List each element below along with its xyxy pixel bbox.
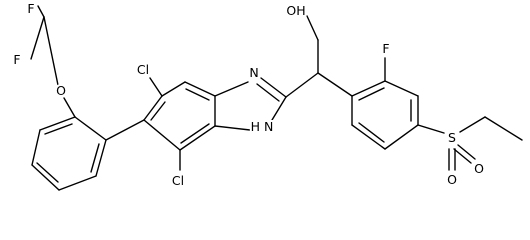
atom-label-s-sulfonyl: S [448, 130, 456, 145]
bond-s-o-right-b [453, 148, 472, 164]
bond-benzo-5 [179, 125, 216, 151]
atom-label-f-aryl: F [382, 41, 389, 56]
bond-chf2-f-left [30, 16, 45, 60]
atom-label-f-left: F [13, 52, 20, 67]
bonds [30, 5, 523, 191]
bond-phenyl-2 [95, 139, 107, 177]
bond-aryl-s [417, 124, 445, 134]
bond-phenyl-1 [74, 116, 107, 141]
bond-aryl-1-inner [358, 87, 385, 101]
atom-label-oh: OH [286, 3, 305, 18]
bond-phenyl-3 [58, 175, 97, 191]
bond-phenyl-4-inner [36, 162, 59, 183]
bond-benzo-3 [184, 81, 216, 97]
bond-chf2-f-top [37, 5, 45, 18]
bond-s-o-right-a [457, 144, 476, 160]
bond-imid-c-n [214, 81, 249, 97]
bond-ch2-oh [306, 15, 319, 41]
bond-o-aryl [63, 97, 76, 118]
atom-label-cl-upper: Cl [137, 62, 149, 77]
bond-aryl-1 [351, 80, 386, 97]
bond-benzo-1 [143, 95, 163, 121]
bond-aryl-5-inner [358, 122, 385, 143]
bond-aryl-2 [384, 80, 419, 97]
bond-phenyl-5 [31, 129, 41, 166]
bond-aryl-4 [384, 124, 419, 150]
structure-canvas: F F O Cl Cl N H N OH F S O O [11, 0, 523, 191]
bond-aryl-5 [351, 124, 386, 150]
atom-label-nh-imidazole: H N [251, 119, 274, 134]
atom-label-o-sulfonyl-bottom: O [447, 172, 457, 187]
bond-benzo-5-inner [180, 123, 210, 144]
atom-label-f-top: F [27, 1, 34, 16]
bond-benzo-3-inner [185, 88, 210, 101]
bond-phenyl-4 [31, 164, 60, 191]
bond-ch-aryl [317, 72, 353, 97]
bond-imid-nh-c [214, 125, 251, 131]
atom-label-cl-lower: Cl [172, 173, 184, 188]
bond-phenyl-2-inner [90, 143, 100, 173]
atom-labels: F F O Cl Cl N H N OH F S O O [11, 0, 486, 190]
atom-label-n-imidazole: N [249, 65, 258, 80]
bond-benzo-6 [143, 119, 181, 151]
bond-benzo-1-inner [150, 101, 166, 121]
bond-benzo-2 [161, 81, 186, 97]
bond-s-ch2 [459, 116, 486, 133]
bond-c2-ch [285, 72, 319, 98]
bond-imid-c2-nh [271, 96, 287, 121]
atom-label-o-sulfonyl-right: O [474, 161, 484, 176]
chemical-structure-diagram: F F O Cl Cl N H N OH F S O O [11, 0, 523, 191]
bond-biaryl [105, 119, 145, 141]
bond-phenyl-6 [39, 116, 76, 131]
bond-imid-n-c2 [260, 77, 287, 98]
bond-c-cl-upper [149, 77, 163, 97]
bond-phenyl-6-inner [44, 123, 73, 135]
bond-ch2-ch3 [484, 116, 523, 141]
bond-imid-n-c2-inner [256, 83, 280, 102]
bond-chf2-o [43, 16, 60, 91]
atom-label-o-ether: O [56, 83, 66, 98]
